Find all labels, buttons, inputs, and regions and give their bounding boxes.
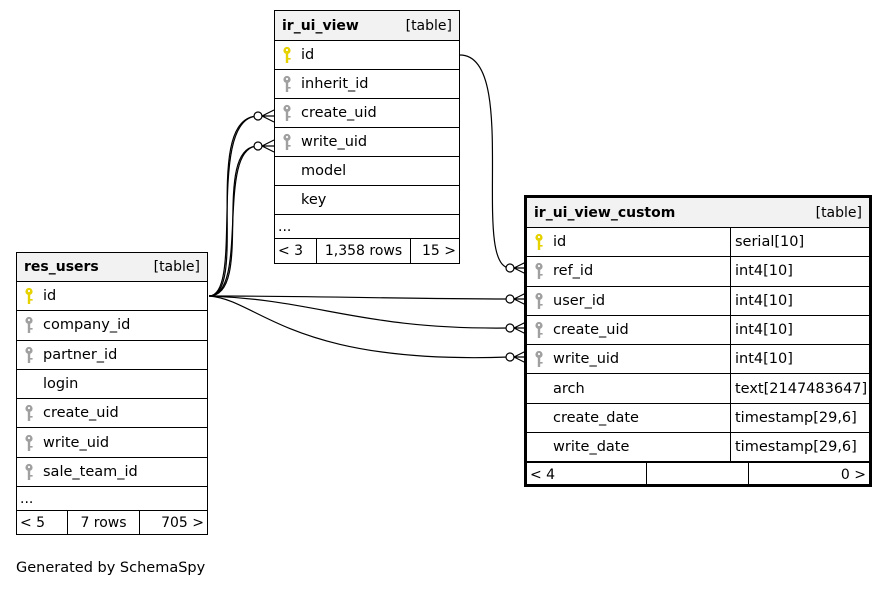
foreign-key-icon [283, 75, 291, 92]
children-count[interactable]: 15 > [410, 239, 459, 263]
table-header: res_users [table] [17, 253, 207, 282]
column-type: serial[10] [730, 228, 804, 257]
column-name: create_date [553, 409, 639, 426]
column-type: int4[10] [730, 286, 793, 315]
table-kind: [table] [153, 259, 200, 275]
parents-count[interactable]: < 4 [530, 466, 556, 483]
more-columns: ... [17, 487, 207, 512]
foreign-key-icon [535, 263, 543, 280]
table-kind: [table] [405, 17, 452, 34]
column-name: write_uid [553, 351, 620, 368]
more-columns: ... [275, 215, 459, 239]
table-kind: [table] [815, 204, 862, 221]
table-footer: < 3 1,358 rows 15 > [275, 239, 459, 263]
children-count[interactable]: 0 > [748, 463, 869, 487]
parents-count[interactable]: < 3 [278, 243, 304, 259]
column-row[interactable]: inherit_id [275, 70, 459, 99]
table-name: ir_ui_view_custom [534, 204, 676, 221]
column-row[interactable]: ref_id int4[10] [527, 257, 869, 287]
column-name: create_uid [43, 405, 119, 422]
column-name: key [301, 192, 327, 208]
column-row[interactable]: write_uid [275, 128, 459, 157]
column-name: write_uid [43, 434, 110, 451]
column-row[interactable]: id [17, 282, 207, 312]
column-row[interactable]: write_uid [17, 428, 207, 458]
column-row[interactable]: sale_team_id [17, 458, 207, 488]
column-row[interactable]: key [275, 186, 459, 215]
table-header: ir_ui_view [table] [275, 11, 459, 41]
column-type: int4[10] [730, 257, 793, 286]
foreign-key-icon [25, 463, 33, 480]
column-row[interactable]: company_id [17, 311, 207, 341]
foreign-key-icon [535, 351, 543, 368]
table-footer: < 4 0 > [527, 462, 869, 487]
foreign-key-icon [25, 317, 33, 334]
column-row[interactable]: create_uid [17, 399, 207, 429]
column-row[interactable]: login [17, 370, 207, 400]
edge-res-users-to-custom-user-id [208, 295, 511, 300]
column-type: timestamp[29,6] [730, 403, 857, 433]
column-name: ref_id [553, 263, 594, 280]
column-row[interactable]: create_date timestamp[29,6] [527, 403, 869, 434]
row-count [646, 463, 748, 487]
column-row[interactable]: write_uid int4[10] [527, 345, 869, 375]
foreign-key-icon [535, 292, 543, 309]
row-count: 1,358 rows [316, 239, 410, 263]
parents-count[interactable]: < 5 [20, 515, 46, 532]
edge-res-users-to-view-write-uid-b [208, 145, 259, 297]
column-name: id [301, 47, 315, 63]
column-name: create_uid [301, 105, 377, 121]
column-row[interactable]: write_date timestamp[29,6] [527, 433, 869, 463]
children-count[interactable]: 705 > [139, 511, 207, 536]
column-type: int4[10] [730, 345, 793, 374]
column-type: timestamp[29,6] [730, 433, 857, 462]
column-type: int4[10] [730, 315, 793, 345]
column-row[interactable]: user_id int4[10] [527, 286, 869, 316]
edge-res-users-to-view-write-uid [208, 145, 259, 297]
column-name: sale_team_id [43, 463, 138, 480]
column-name: inherit_id [301, 76, 369, 92]
column-name: write_date [553, 439, 630, 456]
column-row[interactable]: partner_id [17, 341, 207, 370]
table-ir-ui-view[interactable]: ir_ui_view [table] id inherit_id create_ui… [274, 10, 460, 264]
column-name: user_id [553, 292, 606, 309]
column-name: id [553, 234, 567, 251]
table-res-users[interactable]: res_users [table] id company_id partner_id… [16, 252, 208, 536]
column-name: model [301, 163, 347, 179]
primary-key-icon [535, 234, 543, 251]
table-name: res_users [24, 259, 99, 275]
generated-by-caption: Generated by SchemaSpy [16, 560, 206, 576]
table-header: ir_ui_view_custom [table] [527, 198, 869, 228]
column-name: create_uid [553, 322, 629, 339]
table-name: ir_ui_view [282, 17, 359, 34]
edge-res-users-to-custom-write-uid [208, 295, 511, 359]
foreign-key-icon [25, 346, 33, 363]
column-name: partner_id [43, 346, 118, 363]
foreign-key-icon [283, 104, 291, 121]
column-type: text[2147483647] [730, 374, 867, 403]
primary-key-icon [25, 288, 33, 305]
foreign-key-icon [25, 434, 33, 451]
table-footer: < 5 7 rows 705 > [17, 511, 207, 536]
foreign-key-icon [535, 321, 543, 339]
column-row[interactable]: model [275, 157, 459, 186]
column-row[interactable]: id serial[10] [527, 228, 869, 258]
row-count: 7 rows [67, 511, 139, 536]
column-row[interactable]: create_uid int4[10] [527, 315, 869, 346]
foreign-key-icon [25, 405, 33, 422]
edge-res-users-to-view-create-uid-b [208, 115, 259, 297]
column-row[interactable]: create_uid [275, 99, 459, 128]
foreign-key-icon [283, 133, 291, 150]
column-name: id [43, 288, 57, 305]
column-row[interactable]: arch text[2147483647] [527, 374, 869, 404]
column-name: write_uid [301, 134, 368, 150]
column-name: arch [553, 380, 585, 397]
edge-view-id-to-custom-ref-id [459, 54, 511, 269]
primary-key-icon [283, 46, 291, 63]
column-name: company_id [43, 317, 131, 334]
column-name: login [43, 376, 79, 393]
edge-res-users-to-custom-create-uid [208, 295, 511, 329]
column-row[interactable]: id [275, 41, 459, 70]
